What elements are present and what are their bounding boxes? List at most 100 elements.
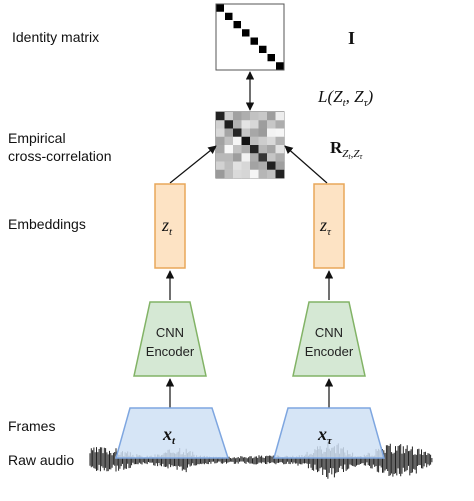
identity-diagonal-cell (242, 29, 250, 37)
cross-correlation-cell (267, 112, 276, 121)
cross-correlation-cell (216, 153, 225, 162)
cross-correlation-cell (224, 128, 234, 137)
svg-text:CNN: CNN (315, 325, 343, 340)
cross-correlation-cell (250, 145, 259, 154)
cross-correlation-cell (241, 120, 251, 129)
cross-correlation-cell (224, 136, 234, 146)
cross-correlation-cell (275, 153, 285, 162)
cross-correlation-cell (275, 128, 285, 137)
left-embedding-block: zt (154, 183, 186, 269)
cross-correlation-cell (233, 145, 242, 154)
cross-correlation-cell (233, 128, 242, 137)
svg-text:CNN: CNN (156, 325, 184, 340)
cross-correlation-cell (216, 161, 225, 170)
right-embedding-arrow (284, 145, 328, 184)
cross-correlation-cell (233, 120, 242, 129)
svg-text:xt: xt (162, 424, 176, 447)
cross-correlation-cell (241, 161, 251, 170)
cross-correlation-cell (258, 169, 268, 179)
cross-correlation-cell (258, 120, 268, 129)
cross-correlation-matrix (215, 111, 285, 179)
cross-correlation-cell (233, 136, 242, 146)
cross-correlation-cell (216, 136, 225, 146)
cross-correlation-cell (275, 112, 285, 121)
embeddings-label: Embeddings (8, 216, 86, 232)
cross-correlation-cell (258, 128, 268, 137)
svg-text:RZt,Zτ: RZt,Zτ (330, 138, 364, 161)
cross-correlation-cell (267, 120, 276, 129)
cross-correlation-cell (224, 120, 234, 129)
identity-diagonal-cell (250, 37, 258, 45)
identity-symbol: I (348, 28, 355, 48)
correlation-formula: RZt,Zτ (330, 138, 364, 161)
cross-correlation-cell (267, 136, 276, 146)
cross-correlation-cell (258, 145, 268, 154)
identity-diagonal-cell (276, 62, 284, 70)
identity-diagonal-cell (259, 45, 267, 53)
left-embedding-arrow (169, 145, 217, 184)
cross-correlation-cell (241, 128, 251, 137)
empirical-label-line2: cross-correlation (8, 148, 111, 164)
cross-correlation-cell (250, 161, 259, 170)
cross-correlation-cell (224, 169, 234, 179)
identity-matrix (215, 3, 285, 71)
cross-correlation-cell (250, 169, 259, 179)
cross-correlation-cell (250, 112, 259, 121)
cross-correlation-cell (241, 145, 251, 154)
svg-text:Encoder: Encoder (305, 344, 354, 359)
right-cnn-encoder: CNN Encoder (292, 301, 366, 377)
identity-diagonal-cell (225, 12, 233, 20)
cross-correlation-cell (233, 161, 242, 170)
cross-correlation-cell (267, 161, 276, 170)
empirical-label-line1: Empirical (8, 130, 66, 146)
cross-correlation-cell (250, 128, 259, 137)
identity-matrix-label: Identity matrix (12, 29, 99, 45)
cross-correlation-cell (267, 128, 276, 137)
cross-correlation-cell (224, 161, 234, 170)
svg-text:L(Zt, Zτ): L(Zt, Zτ) (317, 87, 374, 109)
cross-correlation-cell (258, 161, 268, 170)
cross-correlation-cell (233, 169, 242, 179)
cross-correlation-cell (267, 145, 276, 154)
cross-correlation-cell (216, 120, 225, 129)
cross-correlation-cell (241, 169, 251, 179)
cross-correlation-cell (275, 145, 285, 154)
cross-correlation-cell (233, 153, 242, 162)
identity-diagonal-cell (233, 21, 241, 29)
cross-correlation-cell (258, 136, 268, 146)
cross-correlation-cell (224, 112, 234, 121)
cross-correlation-cell (216, 128, 225, 137)
right-embedding-block: zτ (313, 183, 345, 269)
svg-text:xτ: xτ (317, 424, 333, 447)
right-frame-block: xτ (273, 407, 385, 459)
cross-correlation-cell (241, 136, 251, 146)
svg-text:Encoder: Encoder (146, 344, 195, 359)
cross-correlation-cell (267, 169, 276, 179)
frames-label: Frames (8, 418, 55, 434)
loss-formula: L(Zt, Zτ) (317, 87, 374, 109)
cross-correlation-cell (250, 120, 259, 129)
cross-correlation-cell (258, 112, 268, 121)
cross-correlation-cell (250, 136, 259, 146)
identity-diagonal-cell (267, 54, 275, 62)
cross-correlation-cell (250, 153, 259, 162)
left-cnn-encoder: CNN Encoder (133, 301, 207, 377)
cross-correlation-cell (241, 153, 251, 162)
cross-correlation-cell (224, 145, 234, 154)
cross-correlation-cell (233, 112, 242, 121)
identity-diagonal-cell (216, 4, 224, 12)
cross-correlation-cell (241, 112, 251, 121)
cross-correlation-cell (275, 169, 285, 179)
cross-correlation-cell (216, 169, 225, 179)
cross-correlation-cell (216, 145, 225, 154)
cross-correlation-cell (275, 120, 285, 129)
svg-text:zτ: zτ (319, 215, 332, 238)
raw-audio-label: Raw audio (8, 452, 74, 468)
cross-correlation-cell (275, 136, 285, 146)
cross-correlation-cell (224, 153, 234, 162)
cross-correlation-cell (216, 112, 225, 121)
cross-correlation-cell (275, 161, 285, 170)
svg-text:zt: zt (161, 215, 173, 238)
